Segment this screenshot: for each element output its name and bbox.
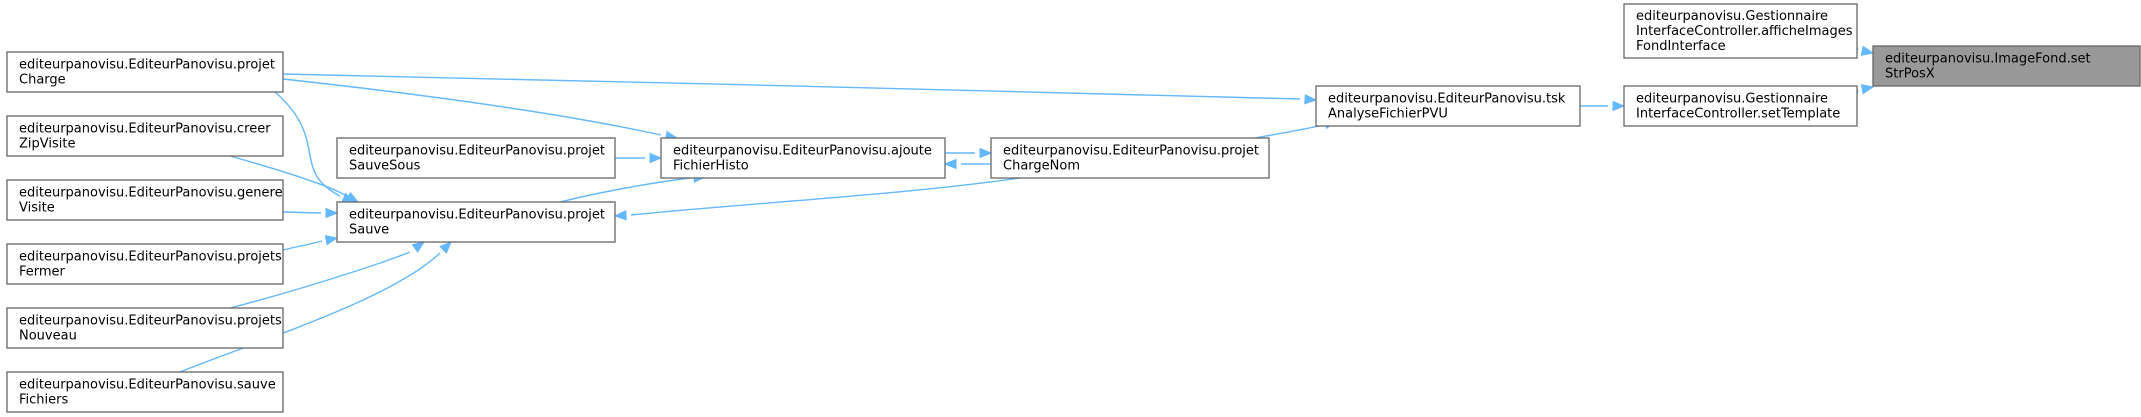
edge-projetsFermer-to-projetSauve [282, 235, 339, 251]
node-label-line: editeurpanovisu.EditeurPanovisu.genere [19, 186, 283, 201]
edge-line [1254, 124, 1323, 139]
node-label-line: Nouveau [19, 329, 77, 344]
edge-line [559, 177, 691, 203]
node-label-line: SauveSous [349, 159, 421, 174]
node-label-line: editeurpanovisu.EditeurPanovisu.projet [349, 144, 605, 159]
node-projetSauveSous[interactable]: editeurpanovisu.EditeurPanovisu.projetSa… [336, 137, 616, 179]
arrowhead [324, 235, 339, 246]
arrowhead [1612, 100, 1626, 112]
node-label-line: editeurpanovisu.Gestionnaire [1636, 9, 1828, 24]
node-label-line: editeurpanovisu.ImageFond.set [1885, 52, 2091, 67]
node-box [1872, 45, 2141, 87]
edge-projetSauveSous-to-ajouteFichierHisto [615, 152, 663, 164]
node-genereVisite[interactable]: editeurpanovisu.EditeurPanovisu.genereVi… [6, 179, 284, 221]
node-label-line: editeurpanovisu.EditeurPanovisu.projets [19, 250, 282, 265]
node-box [336, 137, 616, 179]
edge-ajouteFichierHisto-to-projetChargeNom [945, 147, 993, 159]
node-box [6, 179, 284, 221]
edge-tskAnalyse-to-setTemplate [1580, 100, 1626, 112]
edge-line [179, 252, 441, 373]
node-projetSauve[interactable]: editeurpanovisu.EditeurPanovisu.projetSa… [336, 201, 616, 243]
node-label-line: editeurpanovisu.EditeurPanovisu.projets [19, 314, 282, 329]
edge-genereVisite-to-projetSauve [282, 207, 339, 219]
node-setTemplate[interactable]: editeurpanovisu.GestionnaireInterfaceCon… [1623, 85, 1858, 127]
arrowhead [411, 241, 426, 253]
node-label-line: editeurpanovisu.EditeurPanovisu.sauve [19, 378, 276, 393]
edge-line [229, 251, 411, 309]
edge-line [630, 177, 1021, 216]
node-box [6, 307, 284, 349]
node-box [6, 115, 284, 157]
node-projetChargeNom[interactable]: editeurpanovisu.EditeurPanovisu.projetCh… [990, 137, 1270, 179]
arrowhead [1860, 45, 1875, 56]
node-label-line: Sauve [349, 223, 389, 238]
edge-line [229, 155, 346, 196]
arrowhead [325, 207, 339, 219]
node-label-line: editeurpanovisu.EditeurPanovisu.projet [349, 208, 605, 223]
edge-line [282, 211, 322, 214]
node-sauveFichiers[interactable]: editeurpanovisu.EditeurPanovisu.sauveFic… [6, 371, 284, 413]
node-label-line: InterfaceController.setTemplate [1636, 107, 1840, 122]
arrowhead [979, 147, 993, 159]
node-label-line: AnalyseFichierPVU [1328, 107, 1448, 122]
arrowhead [649, 152, 663, 164]
arrowhead [943, 158, 957, 170]
node-box [660, 137, 946, 179]
arrowhead [613, 210, 627, 221]
node-box [1623, 85, 1858, 127]
node-label-line: InterfaceController.afficheImages [1636, 24, 1853, 39]
edge-line [274, 91, 341, 197]
node-creerZipVisite[interactable]: editeurpanovisu.EditeurPanovisu.creerZip… [6, 115, 284, 157]
edge-afficheImages-to-setStrPosX [1856, 45, 1875, 56]
node-projetsNouveau[interactable]: editeurpanovisu.EditeurPanovisu.projetsN… [6, 307, 284, 349]
edge-projetCharge-to-ajouteFichierHisto [282, 78, 679, 142]
node-projetCharge[interactable]: editeurpanovisu.EditeurPanovisu.projetCh… [6, 51, 284, 93]
node-box [1623, 3, 1858, 59]
arrowhead [439, 241, 452, 254]
node-label-line: editeurpanovisu.EditeurPanovisu.projet [19, 58, 275, 73]
node-box [1315, 85, 1581, 127]
node-label-line: StrPosX [1885, 67, 1935, 82]
node-label-line: editeurpanovisu.EditeurPanovisu.ajoute [673, 144, 932, 159]
nodes-layer: editeurpanovisu.ImageFond.setStrPosXedit… [6, 3, 2141, 413]
node-label-line: ChargeNom [1003, 159, 1080, 174]
node-tskAnalyse[interactable]: editeurpanovisu.EditeurPanovisu.tskAnaly… [1315, 85, 1581, 127]
edge-line [282, 240, 323, 251]
node-box [6, 371, 284, 413]
node-label-line: FichierHisto [673, 159, 749, 174]
edge-projetCharge-to-tskAnalyse [282, 73, 1318, 105]
node-box [990, 137, 1270, 179]
node-box [6, 243, 284, 285]
node-box [6, 51, 284, 93]
node-projetsFermer[interactable]: editeurpanovisu.EditeurPanovisu.projetsF… [6, 243, 284, 285]
node-label-line: editeurpanovisu.EditeurPanovisu.projet [1003, 144, 1259, 159]
node-label-line: editeurpanovisu.EditeurPanovisu.tsk [1328, 92, 1566, 107]
node-label-line: ZipVisite [19, 137, 75, 152]
arrowhead [345, 191, 360, 203]
edge-line [282, 73, 1301, 100]
node-box [336, 201, 616, 243]
edge-projetChargeNom-to-ajouteFichierHisto [943, 158, 991, 170]
node-label-line: Visite [19, 201, 55, 216]
node-label-line: Fichiers [19, 393, 68, 408]
node-label-line: Charge [19, 73, 66, 88]
edge-line [282, 78, 662, 136]
node-label-line: editeurpanovisu.Gestionnaire [1636, 92, 1828, 107]
edge-projetChargeNom-to-projetSauve [613, 177, 1021, 221]
node-ajouteFichierHisto[interactable]: editeurpanovisu.EditeurPanovisu.ajouteFi… [660, 137, 946, 179]
edge-setTemplate-to-setStrPosX [1856, 84, 1875, 95]
node-label-line: editeurpanovisu.EditeurPanovisu.creer [19, 122, 271, 137]
node-label-line: FondInterface [1636, 39, 1726, 54]
edge-sauveFichiers-to-projetSauve [179, 241, 452, 373]
edges-layer [179, 45, 1875, 373]
node-label-line: Fermer [19, 265, 66, 280]
arrowhead [1860, 84, 1875, 95]
node-afficheImages[interactable]: editeurpanovisu.GestionnaireInterfaceCon… [1623, 3, 1858, 59]
edge-projetsNouveau-to-projetSauve [229, 241, 426, 309]
arrowhead [1304, 94, 1318, 105]
